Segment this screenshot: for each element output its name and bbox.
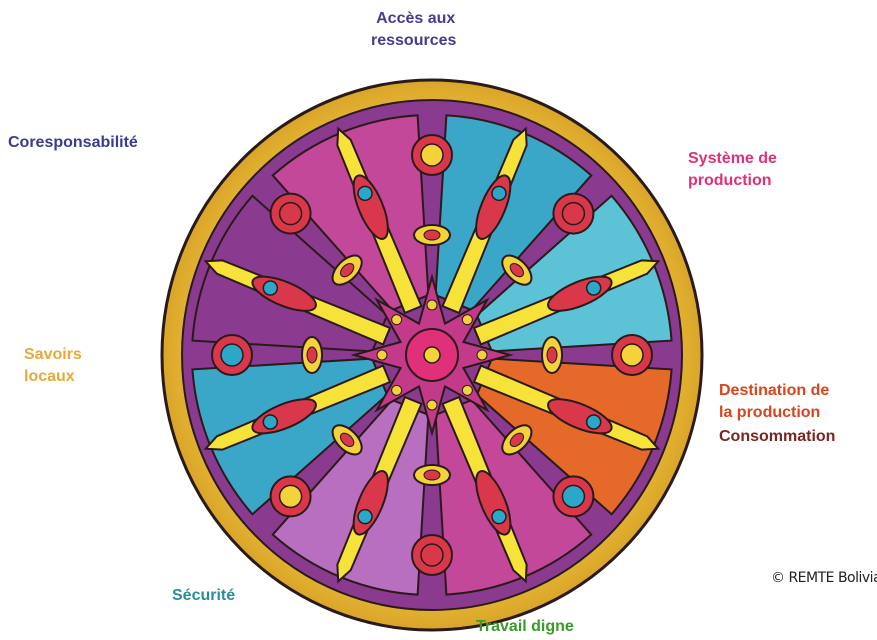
center-dot	[424, 347, 440, 363]
label-securite: Sécurité	[172, 585, 235, 607]
label-acces-aux-ressources: Accès aux ressources	[375, 8, 456, 52]
center-petal-dot	[377, 350, 387, 360]
label-coresponsabilite: Coresponsabilité	[8, 132, 138, 154]
arm-dot	[263, 281, 277, 295]
sector-eye-inner	[621, 344, 643, 366]
arm-dot	[263, 415, 277, 429]
label-savoirs-line1: Savoirs	[24, 344, 82, 366]
arm-dot	[358, 186, 372, 200]
arm-dot	[492, 186, 506, 200]
label-destination-line2: la production	[719, 402, 829, 424]
arm-dot	[492, 510, 506, 524]
copyright-notice: © REMTE Bolivia	[771, 570, 877, 586]
center-petal-dot	[462, 385, 472, 395]
label-consommation: Consommation	[719, 426, 835, 448]
label-acces-line2: ressources	[371, 30, 456, 52]
sector-eye-inner	[280, 485, 302, 507]
sector-eye-inner	[221, 344, 243, 366]
sector-diamond-core	[307, 347, 317, 363]
center-petal-dot	[392, 315, 402, 325]
sector-eye-inner	[421, 544, 443, 566]
label-systeme-de-production: Système de production	[688, 148, 777, 192]
label-savoirs-line2: locaux	[24, 366, 82, 388]
label-systeme-line1: Système de	[688, 148, 777, 170]
sector-diamond-core	[424, 470, 440, 480]
sector-diamond-core	[547, 347, 557, 363]
sector-eye-inner	[280, 203, 302, 225]
sector-eye-inner	[562, 203, 584, 225]
sector-eye-inner	[562, 485, 584, 507]
center-petal-dot	[477, 350, 487, 360]
label-travail-digne: Travail digne	[476, 616, 574, 638]
sector-eye-inner	[421, 144, 443, 166]
arm-dot	[587, 415, 601, 429]
label-destination-de-la-production: Destination de la production	[719, 380, 829, 424]
center-petal-dot	[392, 385, 402, 395]
center-petal-dot	[427, 400, 437, 410]
arm-dot	[587, 281, 601, 295]
label-acces-line1: Accès aux	[375, 8, 456, 30]
arm-dot	[358, 510, 372, 524]
label-destination-line1: Destination de	[719, 380, 829, 402]
center-petal-dot	[427, 300, 437, 310]
sector-diamond-core	[424, 230, 440, 240]
center-petal-dot	[462, 315, 472, 325]
label-systeme-line2: production	[688, 170, 777, 192]
label-savoirs-locaux: Savoirs locaux	[24, 344, 82, 388]
